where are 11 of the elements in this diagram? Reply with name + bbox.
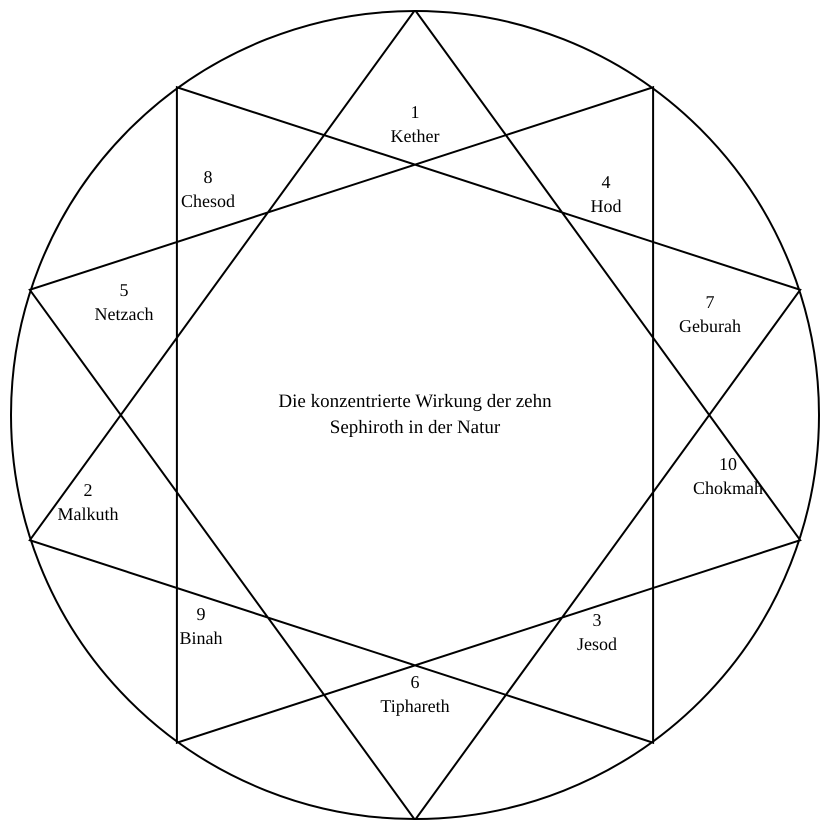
sephirah-label: 7 Geburah [679,290,741,338]
sephirah-label: 1 Kether [390,100,440,148]
sephirah-label: 9 Binah [180,602,222,650]
sephirah-label: 8 Chesod [181,165,235,213]
sephirah-label: 6 Tiphareth [380,670,450,718]
center-text: Die konzentrierte Wirkung der zehn Sephiroth in der Natur [277,390,553,440]
sephirah-label: 5 Netzach [94,278,154,326]
sephirah-label: 10 Chokmah [693,452,763,500]
sephirah-label: 2 Malkuth [58,478,118,526]
sephirah-label: 4 Hod [590,170,622,218]
sephirah-label: 3 Jesod [577,608,617,656]
